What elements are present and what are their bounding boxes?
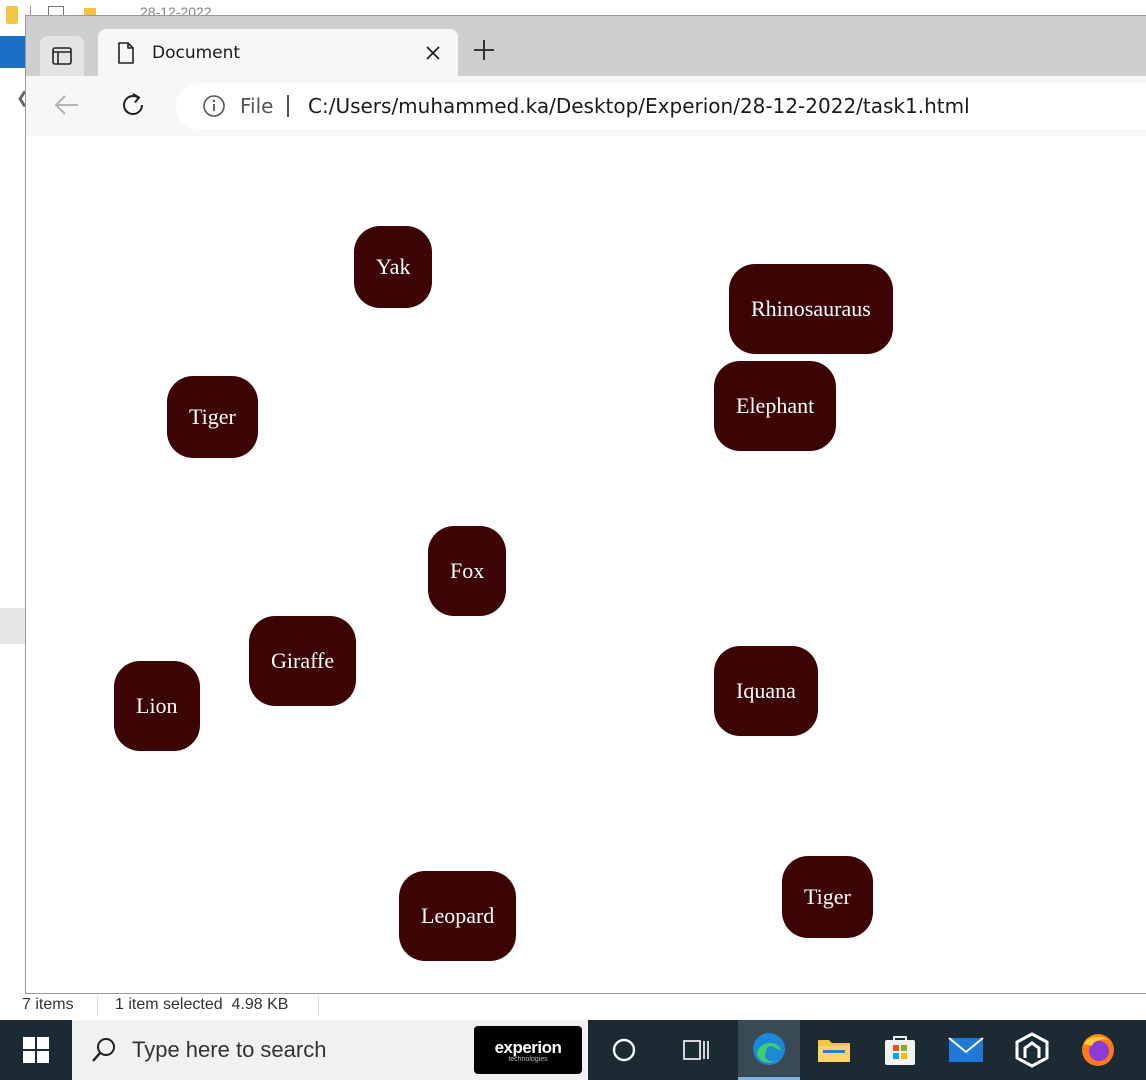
taskbar-search-box[interactable]: Type here to search experion technologie… — [72, 1020, 588, 1080]
firefox-button[interactable] — [1068, 1020, 1128, 1080]
tab-document[interactable]: Document — [98, 29, 458, 76]
address-bar[interactable]: File C:/Users/muhammed.ka/Desktop/Experi… — [176, 83, 1146, 129]
file-explorer-button[interactable] — [804, 1020, 864, 1080]
mail-icon — [948, 1037, 984, 1062]
tab-title: Document — [152, 43, 241, 63]
windows-logo-icon — [23, 1037, 49, 1063]
page-content: Yak Rhinosauraus Tiger Elephant Fox Gira… — [26, 136, 1146, 993]
reload-icon[interactable] — [118, 90, 148, 120]
tab-actions-button[interactable] — [40, 36, 84, 76]
tab-bar: Document — [26, 16, 1146, 76]
experion-logo: experion technologies — [474, 1026, 582, 1074]
search-placeholder: Type here to search — [132, 1037, 327, 1062]
cortana-icon — [612, 1038, 636, 1062]
divider — [287, 95, 289, 117]
animal-box-lion: Lion — [114, 661, 200, 751]
animal-box-iquana: Iquana — [714, 646, 818, 736]
app-button[interactable] — [1002, 1020, 1062, 1080]
new-tab-button[interactable] — [470, 36, 498, 64]
info-icon[interactable] — [202, 94, 226, 118]
back-arrow-icon[interactable] — [52, 90, 82, 120]
store-button[interactable] — [870, 1020, 930, 1080]
address-url[interactable]: C:/Users/muhammed.ka/Desktop/Experion/28… — [308, 94, 970, 118]
animal-box-rhinosauraus: Rhinosauraus — [729, 264, 893, 354]
brand-tagline: technologies — [508, 1055, 548, 1063]
task-view-icon — [683, 1040, 709, 1060]
start-button[interactable] — [0, 1020, 72, 1080]
hexagon-app-icon — [1015, 1032, 1049, 1068]
edge-taskbar-button[interactable] — [738, 1020, 800, 1080]
status-item-count: 7 items — [22, 996, 74, 1013]
divider — [97, 996, 98, 1016]
mail-button[interactable] — [936, 1020, 996, 1080]
edge-icon — [753, 1032, 785, 1065]
animal-box-giraffe: Giraffe — [249, 616, 357, 706]
animal-box-yak: Yak — [354, 226, 433, 308]
store-icon — [885, 1036, 915, 1065]
search-icon — [92, 1038, 115, 1062]
close-icon — [426, 46, 440, 60]
explorer-status-bar: 7 items 1 item selected 4.98 KB — [0, 994, 1146, 1020]
explorer-ribbon-file-tab[interactable] — [0, 36, 26, 68]
folder-icon[interactable] — [6, 6, 18, 24]
taskbar: Type here to search experion technologie… — [0, 1020, 1146, 1080]
animal-box-tiger: Tiger — [167, 376, 258, 458]
browser-window: Document — [25, 15, 1146, 994]
folder-icon — [818, 1040, 850, 1062]
animal-box-tiger-2: Tiger — [782, 856, 873, 938]
task-view-button[interactable] — [666, 1020, 726, 1080]
plus-icon — [474, 40, 494, 60]
animal-box-leopard: Leopard — [399, 871, 517, 961]
firefox-icon — [1082, 1034, 1114, 1066]
animal-box-elephant: Elephant — [714, 361, 837, 451]
brand-name: experion — [494, 1037, 562, 1057]
explorer-selected-nav-item[interactable] — [0, 608, 26, 644]
divider — [318, 996, 319, 1016]
cortana-button[interactable] — [594, 1020, 654, 1080]
address-scheme-label: File — [240, 94, 274, 118]
tab-actions-icon — [52, 47, 72, 65]
document-icon — [118, 42, 134, 64]
status-selection: 1 item selected 4.98 KB — [115, 996, 289, 1013]
animal-box-fox: Fox — [428, 526, 507, 616]
navigation-bar: File C:/Users/muhammed.ka/Desktop/Experi… — [26, 76, 1146, 137]
close-tab-button[interactable] — [422, 42, 444, 64]
